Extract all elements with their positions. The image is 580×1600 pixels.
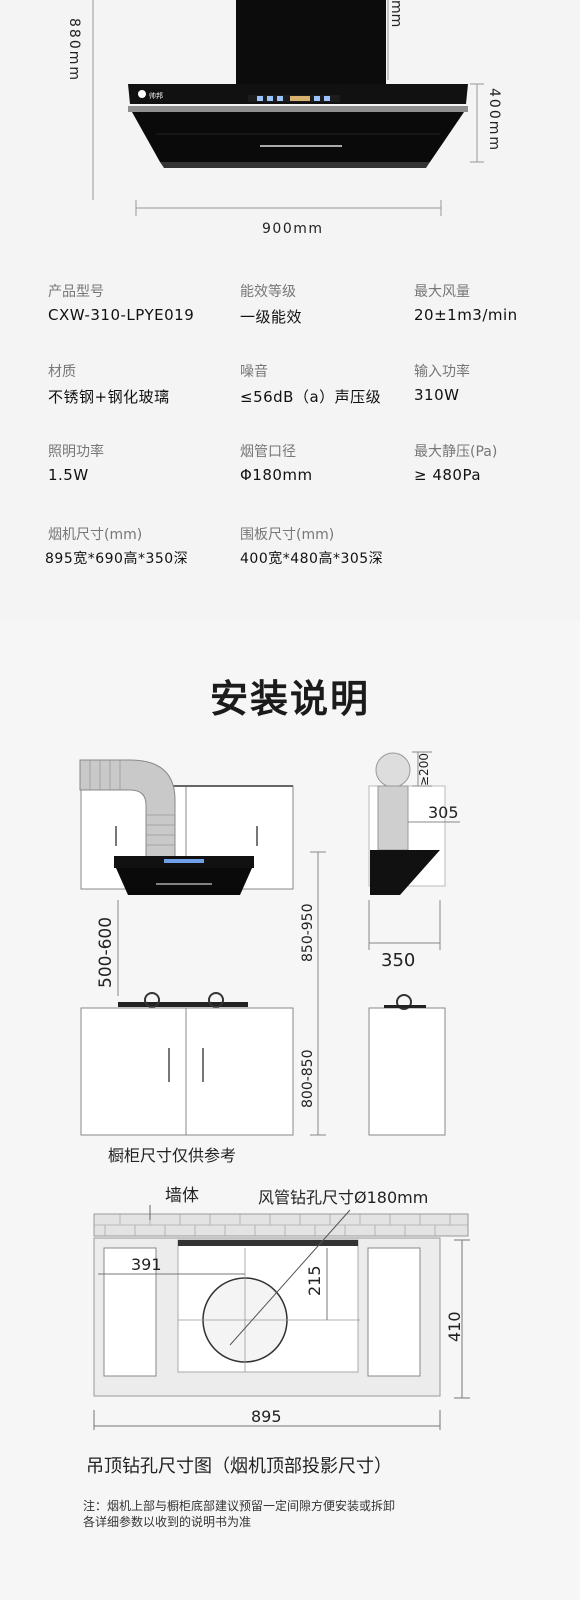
dim-200: ≥200 [417, 753, 431, 786]
spec-value-duct: Φ180mm [240, 466, 313, 484]
spec-label-lighting: 照明功率 [48, 444, 104, 460]
spec-value-hood-size: 895宽*690高*350深 [45, 551, 189, 567]
spec-value-efficiency: 一级能效 [240, 308, 303, 326]
dim-850-950: 850-950 [300, 904, 316, 963]
install-title: 安装说明 [209, 677, 370, 721]
spec-label-airflow: 最大风量 [414, 284, 470, 300]
dim-410: 410 [445, 1311, 464, 1342]
spec-value-panel-size: 400宽*480高*305深 [240, 551, 384, 567]
dim-500-600: 500-600 [96, 917, 116, 988]
dim-880: 880mm [66, 18, 82, 82]
spec-value-model: CXW-310-LPYE019 [48, 306, 195, 324]
spec-label-pressure: 最大静压(Pa) [414, 444, 498, 460]
dim-215: 215 [305, 1265, 324, 1296]
spec-label-hood-size: 烟机尺寸(mm) [48, 527, 143, 543]
dim-350: 350 [381, 950, 415, 971]
note-line-2: 各详细参数以收到的说明书为准 [83, 1515, 252, 1529]
duct-hole-label: 风管钻孔尺寸Ø180mm [258, 1188, 429, 1207]
dim-391: 391 [131, 1255, 162, 1274]
ceiling-caption: 吊顶钻孔尺寸图（烟机顶部投影尺寸） [86, 1456, 392, 1477]
dim-800-850: 800-850 [300, 1050, 316, 1109]
spec-label-material: 材质 [48, 364, 76, 380]
spec-value-material: 不锈钢+钢化玻璃 [48, 388, 170, 406]
spec-label-duct: 烟管口径 [240, 444, 296, 460]
spec-label-panel-size: 围板尺寸(mm) [240, 527, 335, 543]
spec-label-model: 产品型号 [48, 284, 104, 300]
dim-895: 895 [251, 1407, 282, 1426]
spec-value-lighting: 1.5W [48, 466, 89, 484]
cabinet-caption: 橱柜尺寸仅供参考 [108, 1146, 237, 1165]
spec-label-power: 输入功率 [414, 364, 470, 380]
spec-value-power: 310W [414, 386, 460, 404]
wall-label: 墙体 [165, 1186, 199, 1206]
dim-400: 400mm [486, 88, 502, 152]
dim-305: 305 [428, 803, 459, 822]
dim-900: 900mm [262, 221, 324, 237]
spec-value-airflow: 20±1m3/min [414, 306, 518, 324]
install-drawing: 850-950 500-600 800-850 ≥200 305 350 [79, 751, 460, 1136]
ceiling-drilling-drawing: 391 215 410 895 [93, 1205, 470, 1430]
hood-drawing: 帅邦 880mm 400mm mm 900mm [66, 0, 502, 237]
dim-top-cut: mm [388, 0, 404, 27]
spec-label-efficiency: 能效等级 [240, 284, 296, 300]
spec-value-noise: ≤56dB（a）声压级 [240, 388, 382, 406]
spec-value-pressure: ≥ 480Pa [414, 466, 482, 484]
note-line-1: 注：烟机上部与橱柜底部建议预留一定间隙方便安装或拆卸 [83, 1499, 396, 1513]
brand-logo-text: 帅邦 [149, 91, 163, 100]
spec-label-noise: 噪音 [240, 364, 268, 380]
